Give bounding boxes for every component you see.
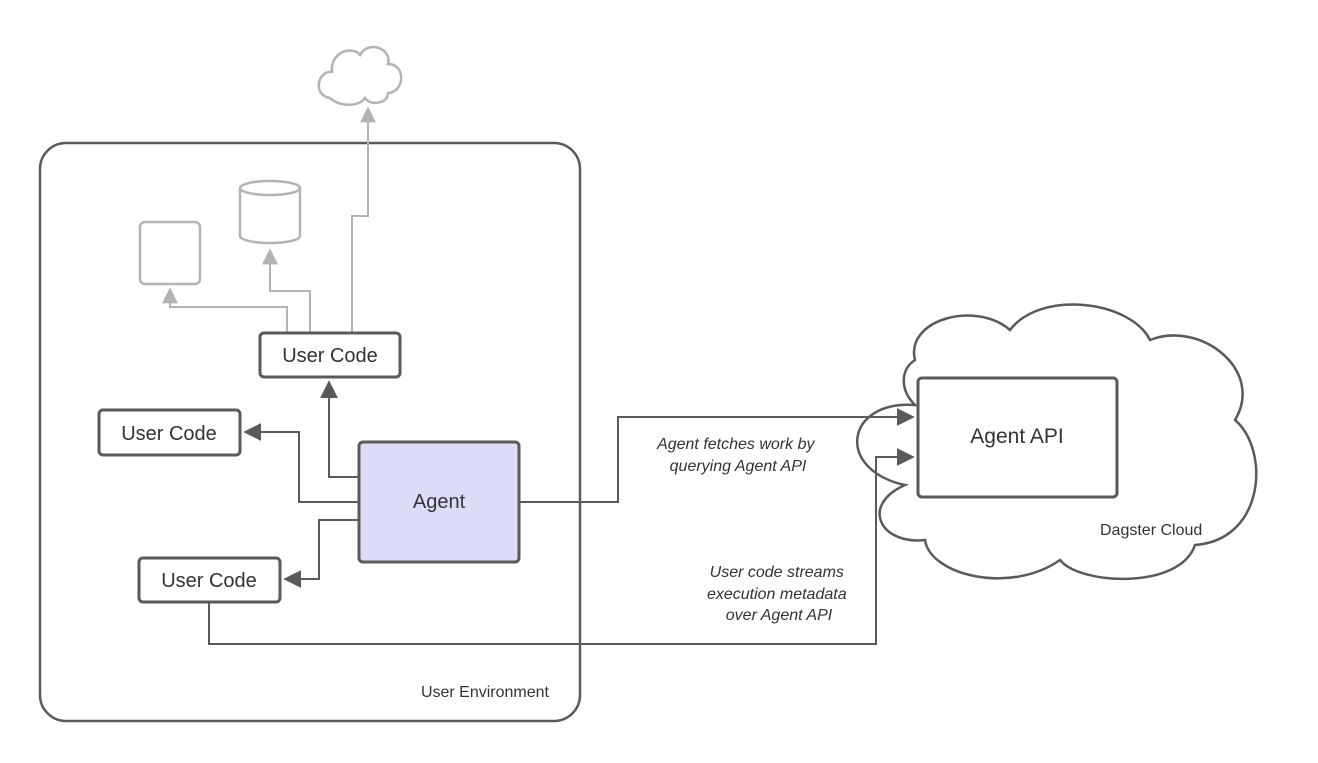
agent-to-user-code-left-arrow [243,423,359,503]
user-code-top-label: User Code [282,345,378,367]
dagster-cloud-label: Dagster Cloud [1100,522,1202,539]
agent-to-user-code-top-arrow [320,380,359,478]
agent-api-label: Agent API [970,425,1063,448]
user-code-left-box [97,408,242,457]
stream-annotation: User code streams execution metadata ove… [707,564,851,624]
user-code-stream-arrow [208,448,915,645]
connector-to-resource-box [162,287,288,333]
agent-api-box [916,376,1119,499]
agent-fetch-arrow [519,408,915,503]
external-cloud-icon [317,45,403,106]
user-code-bottom-label: User Code [161,570,257,592]
connector-to-database [262,248,311,333]
agent-to-user-code-bottom-arrow [283,519,359,588]
external-resource-box-icon [138,220,202,286]
connector-to-external-cloud [351,106,376,333]
user-code-top-box [258,331,402,379]
user-environment-label: User Environment [421,684,550,701]
database-icon [238,179,302,245]
user-environment-region [38,141,582,723]
fetch-annotation: Agent fetches work by querying Agent API [656,436,819,475]
agent-label: Agent [413,491,466,513]
user-code-left-label: User Code [121,423,217,445]
